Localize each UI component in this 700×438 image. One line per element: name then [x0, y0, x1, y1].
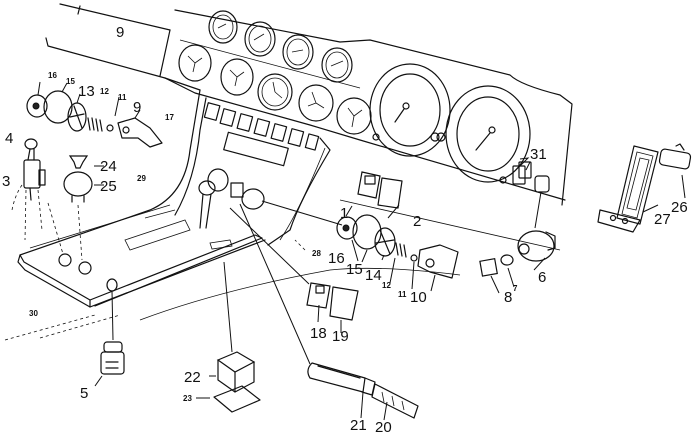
callout-label: 21 [350, 417, 367, 434]
callout-label: 25 [100, 178, 117, 195]
rocker-switch-2 [357, 171, 403, 209]
switch-18-19 [229, 207, 359, 321]
gauge [282, 34, 314, 70]
console-left-inner [174, 97, 207, 216]
rotary-switch-assembly-center [261, 200, 459, 279]
cluster-housing-top [174, 9, 573, 206]
callout-labels: 9 16 15 13 12 11 9 17 4 3 24 25 29 31 2 … [2, 24, 688, 436]
console-knob [207, 168, 229, 192]
lower-dash-line [339, 199, 561, 251]
lamp-31 [518, 161, 532, 179]
callout-label: 15 [66, 77, 75, 86]
dash-top-edge [59, 3, 171, 31]
callout-label: 16 [328, 250, 345, 267]
gauge [178, 44, 212, 82]
console-right-inner [279, 147, 326, 241]
console-knob-right [241, 188, 265, 210]
dash-section-divider [159, 29, 171, 77]
assembly-line [47, 202, 64, 255]
console-left-edge [19, 89, 201, 256]
speedometer [369, 63, 451, 157]
gauge [220, 58, 254, 96]
gear-knob [198, 180, 216, 196]
callout-label: 19 [332, 328, 349, 345]
warning-lamp [436, 132, 446, 142]
nut [58, 253, 72, 267]
gauge [208, 10, 238, 44]
cigarette-lighter [11, 138, 46, 241]
console-right-edge [267, 137, 331, 246]
callout-label: 16 [48, 71, 57, 80]
callout-label: 9 [133, 99, 141, 116]
callout-label: 11 [398, 290, 407, 299]
accelerator-pedal [597, 145, 659, 233]
bulb-holder [100, 278, 125, 375]
switch-22-23 [213, 261, 261, 413]
callout-label: 18 [310, 325, 327, 342]
fuse-holder [239, 203, 419, 419]
tachometer [445, 85, 531, 183]
callout-label: 20 [375, 419, 392, 436]
callout-label: 12 [382, 281, 391, 290]
callout-label: 8 [504, 289, 512, 306]
callout-label: 12 [100, 87, 109, 96]
callout-label: 26 [671, 199, 688, 216]
callout-leaders [37, 81, 686, 421]
callout-label: 4 [5, 130, 13, 147]
dash-lip-continue [164, 77, 201, 91]
callout-label: 17 [165, 113, 174, 122]
callout-label: 2 [413, 213, 421, 230]
ignition-switch [479, 165, 556, 277]
callout-label: 1 [340, 205, 348, 222]
callout-label: 15 [346, 261, 363, 278]
pedal-switch [658, 143, 692, 170]
gauge-clock [257, 73, 293, 111]
gauge [244, 21, 276, 57]
callout-label: 7 [513, 284, 518, 293]
callout-label: 22 [184, 369, 201, 386]
callout-label: 6 [538, 269, 546, 286]
rotary-switch-24-25 [63, 155, 93, 261]
callout-label: 14 [365, 267, 382, 284]
warning-lamp [430, 132, 440, 142]
dash-glovebox-lip [45, 37, 166, 79]
gauge [298, 84, 334, 122]
warning-lamp [372, 133, 380, 141]
callout-label: 30 [29, 309, 38, 318]
radio-slot [223, 131, 289, 167]
dash-mark [77, 5, 81, 15]
gauge-cluster-small [178, 10, 372, 135]
dashboard-panel [19, 3, 573, 256]
callout-label: 9 [116, 24, 124, 41]
callout-label: 27 [654, 211, 671, 228]
gauge [321, 47, 353, 83]
console-base [4, 204, 461, 341]
callout-label: 28 [312, 249, 321, 258]
callout-label: 31 [530, 146, 547, 163]
callout-label: 13 [78, 83, 95, 100]
cluster-housing-bottom [164, 77, 566, 201]
switch-row [203, 102, 320, 151]
callout-label: 5 [80, 385, 88, 402]
callout-label: 29 [137, 174, 146, 183]
callout-label: 10 [410, 289, 427, 306]
callout-label: 3 [2, 173, 10, 190]
nut [78, 261, 92, 275]
gear-lever [199, 193, 212, 229]
callout-label: 11 [118, 93, 127, 102]
gauge [336, 97, 372, 135]
console-switch [230, 182, 244, 198]
callout-label: 23 [183, 394, 192, 403]
callout-label: 24 [100, 158, 117, 175]
